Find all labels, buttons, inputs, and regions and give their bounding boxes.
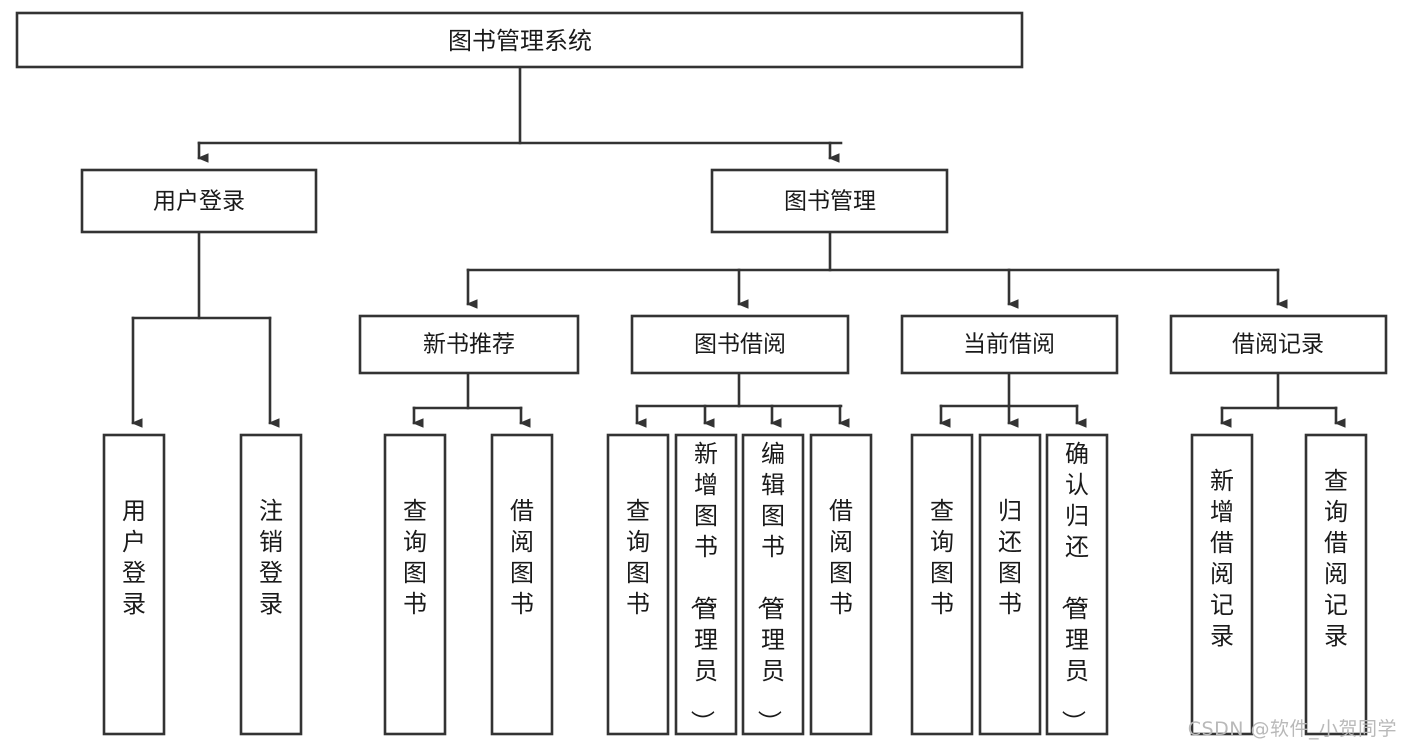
connector-group-current-borrow bbox=[939, 371, 1087, 428]
leaf-borrow-book-1-box[interactable] bbox=[490, 433, 554, 736]
leaf-query-book-2[interactable]: 查询图书 bbox=[606, 433, 670, 736]
leaf-edit-book-box[interactable] bbox=[741, 433, 805, 736]
leaf-borrow-book-1[interactable]: 借阅图书 bbox=[490, 433, 554, 736]
node-root-label: 图书管理系统 bbox=[448, 27, 592, 55]
leaf-borrow-book-2[interactable]: 借阅图书 bbox=[809, 433, 873, 736]
node-new-book-recommend[interactable]: 新书推荐 bbox=[358, 314, 580, 375]
leaf-logout-login[interactable]: 注销登录 bbox=[239, 433, 303, 736]
leaf-confirm-return-label: 确认归还（管理员） bbox=[1059, 440, 1089, 734]
leaf-query-book-2-label: 查询图书 bbox=[626, 497, 650, 618]
leaf-query-book-1-box[interactable] bbox=[383, 433, 447, 736]
leaf-borrow-book-2-box[interactable] bbox=[809, 433, 873, 736]
leaf-query-record-label: 查询借阅记录 bbox=[1324, 467, 1348, 650]
connector-group-new-book-recommend bbox=[412, 371, 531, 428]
leaf-add-record-box[interactable] bbox=[1190, 433, 1254, 736]
csdn-watermark: CSDN @软件_小贺同学 bbox=[1187, 718, 1397, 740]
leaf-add-book-label: 新增图书（管理员） bbox=[688, 440, 718, 734]
leaf-query-book-1[interactable]: 查询图书 bbox=[383, 433, 447, 736]
node-book-borrow-label: 图书借阅 bbox=[694, 332, 786, 358]
leaf-user-login-label: 用户登录 bbox=[122, 497, 146, 618]
leaf-return-book-box[interactable] bbox=[978, 433, 1042, 736]
connector-group-book-management bbox=[466, 230, 1288, 309]
leaf-edit-book-label: 编辑图书（管理员） bbox=[755, 440, 785, 734]
leaf-return-book-label: 归还图书 bbox=[998, 497, 1022, 618]
node-new-book-recommend-label: 新书推荐 bbox=[423, 332, 515, 358]
leaf-confirm-return[interactable]: 确认归还（管理员） bbox=[1045, 433, 1109, 736]
leaf-logout-login-label: 注销登录 bbox=[259, 497, 283, 618]
leaf-logout-login-box[interactable] bbox=[239, 433, 303, 736]
leaf-query-record[interactable]: 查询借阅记录 bbox=[1304, 433, 1368, 736]
leaf-query-book-3-label: 查询图书 bbox=[930, 497, 954, 618]
leaf-return-book[interactable]: 归还图书 bbox=[978, 433, 1042, 736]
leaf-add-record[interactable]: 新增借阅记录 bbox=[1190, 433, 1254, 736]
node-current-borrow-label: 当前借阅 bbox=[963, 332, 1055, 358]
leaf-query-book-2-box[interactable] bbox=[606, 433, 670, 736]
leaf-query-book-1-label: 查询图书 bbox=[403, 497, 427, 618]
leaf-query-record-box[interactable] bbox=[1304, 433, 1368, 736]
node-book-management-label: 图书管理 bbox=[784, 189, 876, 215]
node-book-management-box[interactable] bbox=[710, 168, 949, 234]
leaf-query-book-3-box[interactable] bbox=[910, 433, 974, 736]
node-root[interactable]: 图书管理系统 bbox=[15, 11, 1024, 69]
leaf-user-login[interactable]: 用户登录 bbox=[102, 433, 166, 736]
leaf-add-record-label: 新增借阅记录 bbox=[1210, 467, 1234, 650]
connector-group-root bbox=[197, 65, 843, 163]
leaf-query-book-3[interactable]: 查询图书 bbox=[910, 433, 974, 736]
node-user-login[interactable]: 用户登录 bbox=[80, 168, 318, 234]
leaf-add-book-box[interactable] bbox=[674, 433, 738, 736]
leaf-borrow-book-1-label: 借阅图书 bbox=[510, 497, 534, 618]
leaf-user-login-box[interactable] bbox=[102, 433, 166, 736]
leaf-add-book[interactable]: 新增图书（管理员） bbox=[674, 433, 738, 736]
node-book-borrow[interactable]: 图书借阅 bbox=[630, 314, 850, 375]
connector-group-book-borrow bbox=[635, 371, 850, 428]
node-user-login-label: 用户登录 bbox=[153, 189, 245, 215]
node-user-login-box[interactable] bbox=[80, 168, 318, 234]
node-borrow-record[interactable]: 借阅记录 bbox=[1169, 314, 1388, 375]
leaf-borrow-book-2-label: 借阅图书 bbox=[829, 497, 853, 618]
connector-group-user-login bbox=[131, 230, 280, 428]
node-current-borrow[interactable]: 当前借阅 bbox=[900, 314, 1119, 375]
connector-group-borrow-record bbox=[1220, 371, 1346, 428]
leaf-confirm-return-box[interactable] bbox=[1045, 433, 1109, 736]
node-root-box[interactable] bbox=[15, 11, 1024, 69]
node-book-management[interactable]: 图书管理 bbox=[710, 168, 949, 234]
node-current-borrow-box[interactable] bbox=[900, 314, 1119, 375]
node-borrow-record-label: 借阅记录 bbox=[1232, 332, 1324, 358]
node-book-borrow-box[interactable] bbox=[630, 314, 850, 375]
node-new-book-recommend-box[interactable] bbox=[358, 314, 580, 375]
node-borrow-record-box[interactable] bbox=[1169, 314, 1388, 375]
leaf-edit-book[interactable]: 编辑图书（管理员） bbox=[741, 433, 805, 736]
